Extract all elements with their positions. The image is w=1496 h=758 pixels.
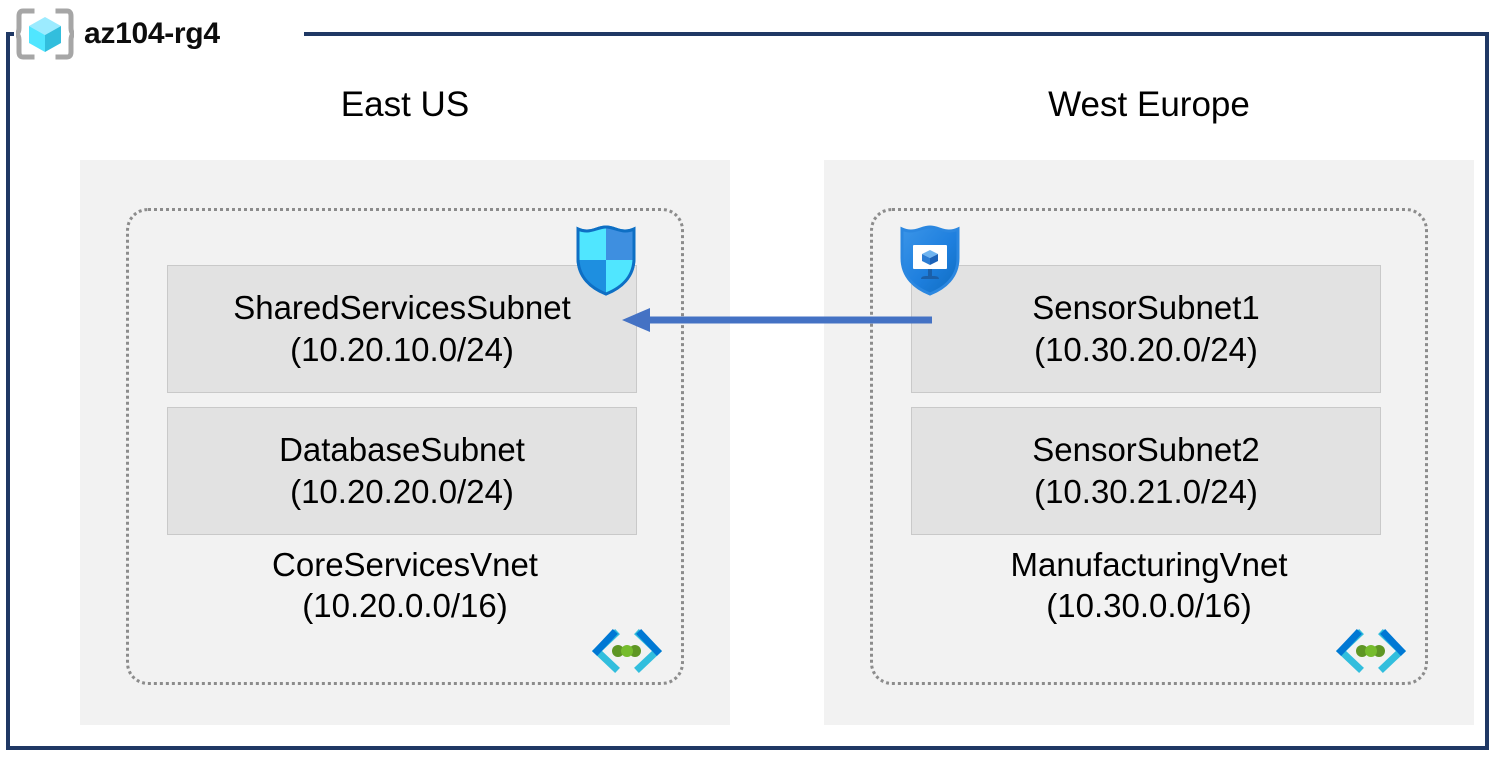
region-label: West Europe — [1048, 85, 1250, 124]
resource-group-name: az104-rg4 — [84, 17, 220, 50]
subnet-cidr: (10.20.20.0/24) — [290, 473, 514, 510]
subnet-name: SensorSubnet1 — [1032, 289, 1260, 326]
subnet-name: SharedServicesSubnet — [233, 289, 571, 326]
vnet-core-services[interactable]: SharedServicesSubnet (10.20.10.0/24) Dat… — [126, 208, 684, 685]
vnet-name: ManufacturingVnet — [1010, 546, 1288, 583]
resource-group-frame — [6, 32, 1489, 750]
vnet-name: CoreServicesVnet — [272, 546, 538, 583]
resource-group-title-notch — [14, 20, 304, 46]
subnet-cidr: (10.30.21.0/24) — [1034, 473, 1258, 510]
virtual-network-icon — [1335, 629, 1407, 673]
vnet-label-block: ManufacturingVnet (10.30.0.0/16) — [873, 544, 1425, 626]
subnet-cidr: (10.20.10.0/24) — [290, 331, 514, 368]
resource-group-cube-icon — [16, 8, 74, 60]
vnet-cidr: (10.20.0.0/16) — [302, 587, 508, 624]
network-security-group-shield-icon — [576, 225, 636, 296]
vnet-cidr: (10.30.0.0/16) — [1046, 587, 1252, 624]
subnet-shared-services[interactable]: SharedServicesSubnet (10.20.10.0/24) — [167, 265, 637, 393]
subnet-sensor-2[interactable]: SensorSubnet2 (10.30.21.0/24) — [911, 407, 1381, 535]
vnet-peering-arrow[interactable] — [620, 302, 932, 338]
subnet-name: SensorSubnet2 — [1032, 431, 1260, 468]
network-security-group-vm-shield-icon — [900, 225, 960, 296]
subnet-cidr: (10.30.20.0/24) — [1034, 331, 1258, 368]
vnet-manufacturing[interactable]: SensorSubnet1 (10.30.20.0/24) SensorSubn… — [870, 208, 1428, 685]
region-label: East US — [340, 85, 470, 124]
virtual-network-icon — [591, 629, 663, 673]
vnet-label-block: CoreServicesVnet (10.20.0.0/16) — [129, 544, 681, 626]
resource-group-header: az104-rg4 — [16, 8, 220, 60]
subnet-name: DatabaseSubnet — [279, 431, 525, 468]
subnet-sensor-1[interactable]: SensorSubnet1 (10.30.20.0/24) — [911, 265, 1381, 393]
subnet-database[interactable]: DatabaseSubnet (10.20.20.0/24) — [167, 407, 637, 535]
